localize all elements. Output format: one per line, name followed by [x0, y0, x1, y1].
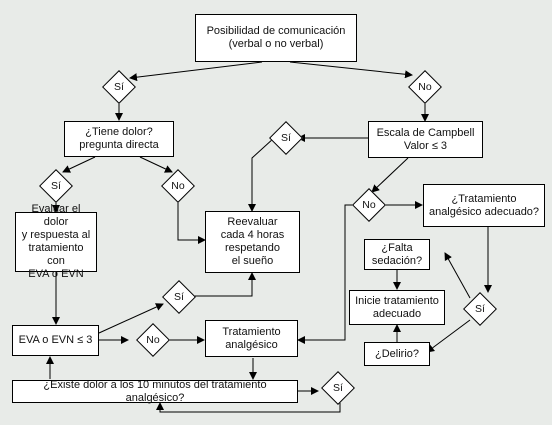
decision-label-eva-yes: Sí — [174, 291, 184, 303]
delirium-box: ¿Delirio? — [364, 342, 430, 366]
eva-box: EVA o EVN ≤ 3 — [12, 325, 99, 356]
reevaluate-box: Reevaluar cada 4 horas respetando el sue… — [205, 211, 300, 273]
decision-label-pain-yes: Sí — [51, 180, 61, 192]
decision-label-pain-after-yes: Sí — [333, 382, 343, 394]
evaluate-pain-box: Evaluar el dolor y respuesta al tratamie… — [15, 203, 97, 280]
pain-question-box: ¿Tiene dolor? pregunta directa — [64, 121, 174, 157]
campbell-scale-box: Escala de Campbell Valor ≤ 3 — [368, 121, 483, 158]
decision-label-campbell-yes: Sí — [281, 132, 291, 144]
decision-label-eva-no: No — [146, 334, 160, 346]
decision-label-campbell-no: No — [362, 199, 376, 211]
decision-label-top-left: Sí — [114, 81, 124, 93]
start-treatment-box: Inicie tratamiento adecuado — [349, 290, 445, 325]
communication-box: Posibilidad de comunicación (verbal o no… — [195, 14, 357, 62]
pain-after-treatment-box: ¿Existe dolor a los 10 minutos del trata… — [12, 379, 298, 404]
decision-label-pain-no: No — [171, 180, 185, 192]
analgesic-treatment-box: Tratamiento analgésico — [205, 320, 298, 357]
sedation-box: ¿Falta sedación? — [364, 239, 430, 270]
treatment-adequate-box: ¿Tratamiento analgésico adecuado? — [423, 184, 545, 227]
decision-label-top-right: No — [418, 81, 432, 93]
decision-label-treatment-yes: Sí — [475, 303, 485, 315]
